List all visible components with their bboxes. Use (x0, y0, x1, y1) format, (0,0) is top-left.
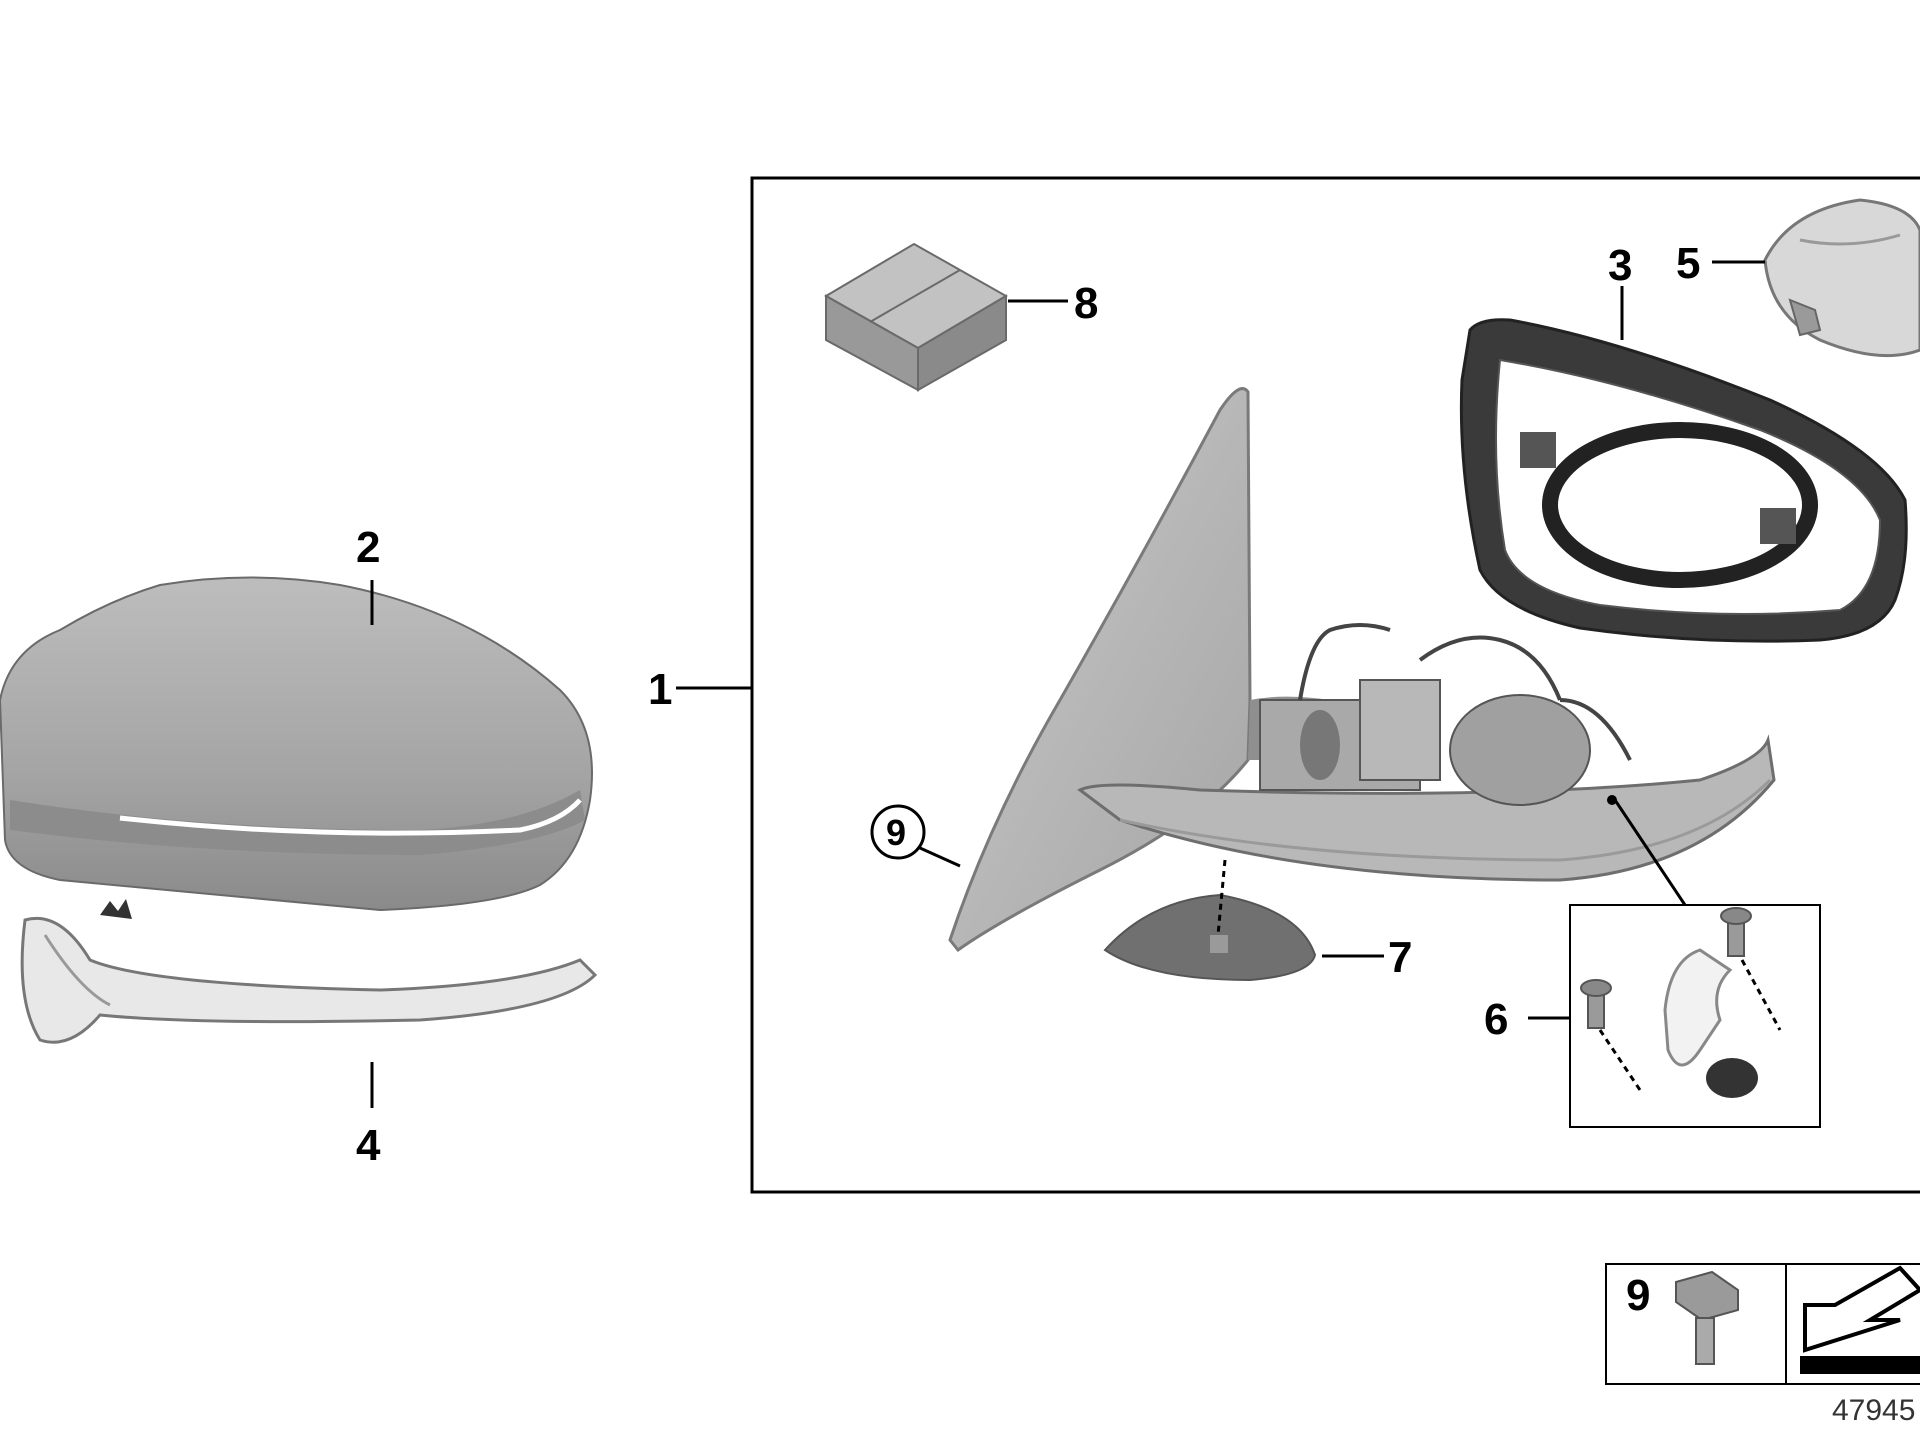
circled-callout-9-ring (870, 804, 926, 860)
hex-bolt-icon (1675, 1270, 1739, 1365)
callout-2: 2 (356, 523, 380, 572)
leader-6-link (1613, 799, 1687, 906)
callout-8: 8 (1074, 279, 1098, 328)
box-part (824, 242, 1008, 392)
mirror-cap-part (0, 576, 593, 912)
leader-6-dot (1607, 795, 1617, 805)
callout-1: 1 (648, 665, 672, 714)
mirror-frame-part (1459, 318, 1908, 643)
callout-9-inset: 9 (1626, 1271, 1650, 1320)
symbol-inset-frame (1785, 1263, 1920, 1385)
fastener-kit-inset-frame (1569, 904, 1821, 1128)
callout-3: 3 (1608, 241, 1632, 290)
direction-arrow-icon (1800, 1265, 1920, 1374)
turn-signal-part (20, 899, 598, 1044)
reference-number: 47945 (1832, 1394, 1915, 1427)
fastener-kit-part (1580, 907, 1782, 1098)
callout-7: 7 (1388, 933, 1412, 982)
callout-9-circled: 9 (886, 812, 906, 853)
leader-9 (919, 846, 961, 868)
callout-4: 4 (356, 1121, 381, 1170)
mirror-actuator-part (1763, 198, 1920, 358)
assembly-frame (750, 176, 1920, 1194)
pad-part (1103, 893, 1317, 982)
mirror-housing-part (948, 387, 1776, 953)
leader-7-dashed (1216, 859, 1227, 936)
callout-6: 6 (1484, 995, 1508, 1044)
callout-5: 5 (1676, 239, 1700, 288)
